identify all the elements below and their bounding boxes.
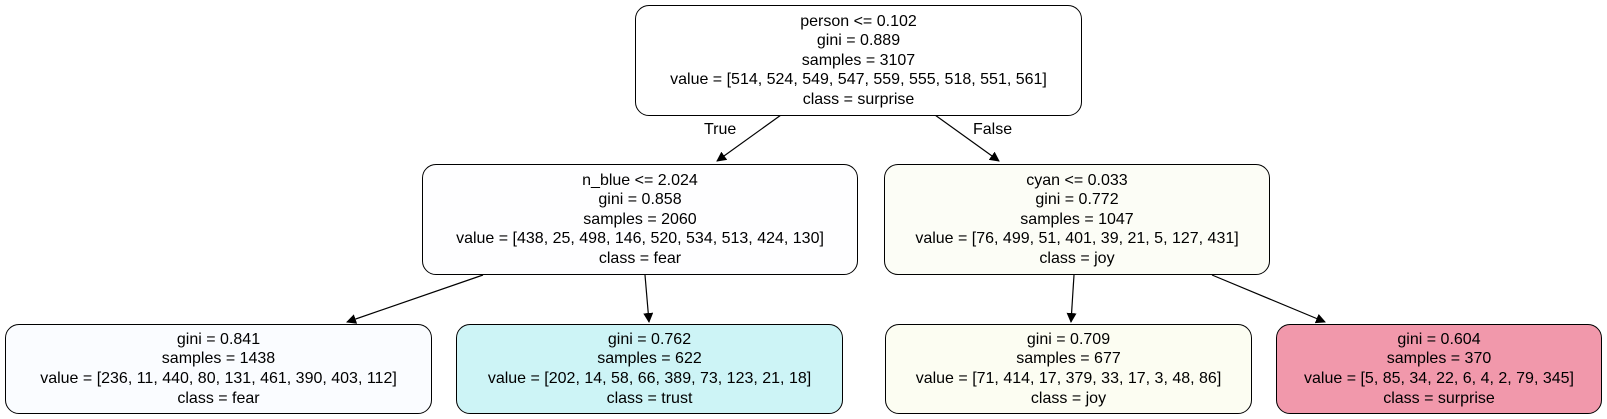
edge-label-false: False xyxy=(973,121,1013,138)
tree-node-left: n_blue <= 2.024 gini = 0.858 samples = 2… xyxy=(422,164,858,275)
tree-leaf-right-left: gini = 0.709 samples = 677 value = [71, … xyxy=(885,324,1252,414)
node-split-condition: person <= 0.102 xyxy=(800,12,917,30)
node-value: value = [5, 85, 34, 22, 6, 4, 2, 79, 345… xyxy=(1304,370,1574,387)
node-gini: gini = 0.889 xyxy=(816,32,901,50)
edge-left-to-left-right xyxy=(643,274,654,323)
tree-node-right: cyan <= 0.033 gini = 0.772 samples = 104… xyxy=(884,164,1270,275)
node-samples: samples = 622 xyxy=(597,350,702,368)
edge-right-to-right-right xyxy=(1211,274,1326,324)
node-gini: gini = 0.762 xyxy=(607,330,692,348)
tree-node-root: person <= 0.102 gini = 0.889 samples = 3… xyxy=(635,5,1082,116)
edge-left-to-left-left xyxy=(346,274,484,324)
node-class: class = fear xyxy=(177,389,260,407)
node-samples: samples = 1047 xyxy=(1020,210,1134,228)
node-gini: gini = 0.841 xyxy=(176,330,261,348)
node-samples: samples = 2060 xyxy=(583,210,697,228)
edge-label-true: True xyxy=(704,121,737,138)
tree-leaf-left-right: gini = 0.762 samples = 622 value = [202,… xyxy=(456,324,843,414)
node-value: value = [202, 14, 58, 66, 389, 73, 123, … xyxy=(487,370,812,387)
edge-root-to-right xyxy=(934,114,1000,162)
edge-root-to-left xyxy=(716,114,782,162)
node-samples: samples = 3107 xyxy=(801,51,916,69)
node-class: class = surprise xyxy=(1383,389,1495,407)
node-value: value = [76, 499, 51, 401, 39, 21, 5, 12… xyxy=(915,230,1239,248)
node-samples: samples = 677 xyxy=(1016,350,1121,368)
tree-leaf-left-left: gini = 0.841 samples = 1438 value = [236… xyxy=(5,324,432,414)
node-gini: gini = 0.709 xyxy=(1026,330,1111,348)
node-value: value = [514, 524, 549, 547, 559, 555, 5… xyxy=(670,71,1047,89)
node-gini: gini = 0.858 xyxy=(598,191,682,209)
edge-right-to-right-left xyxy=(1066,274,1077,323)
node-gini: gini = 0.604 xyxy=(1397,330,1481,348)
node-class: class = trust xyxy=(606,389,693,407)
node-gini: gini = 0.772 xyxy=(1035,191,1119,209)
node-class: class = joy xyxy=(1039,249,1115,267)
node-class: class = surprise xyxy=(802,90,915,108)
node-split-condition: cyan <= 0.033 xyxy=(1026,171,1128,189)
node-samples: samples = 1438 xyxy=(161,350,276,368)
node-value: value = [236, 11, 440, 80, 131, 461, 390… xyxy=(40,370,397,387)
node-class: class = fear xyxy=(598,249,682,267)
node-value: value = [71, 414, 17, 379, 33, 17, 3, 48… xyxy=(915,370,1222,387)
node-samples: samples = 370 xyxy=(1386,350,1492,368)
node-value: value = [438, 25, 498, 146, 520, 534, 51… xyxy=(456,230,824,248)
tree-leaf-right-right: gini = 0.604 samples = 370 value = [5, 8… xyxy=(1276,324,1602,414)
node-class: class = joy xyxy=(1030,389,1107,407)
node-split-condition: n_blue <= 2.024 xyxy=(582,171,698,189)
